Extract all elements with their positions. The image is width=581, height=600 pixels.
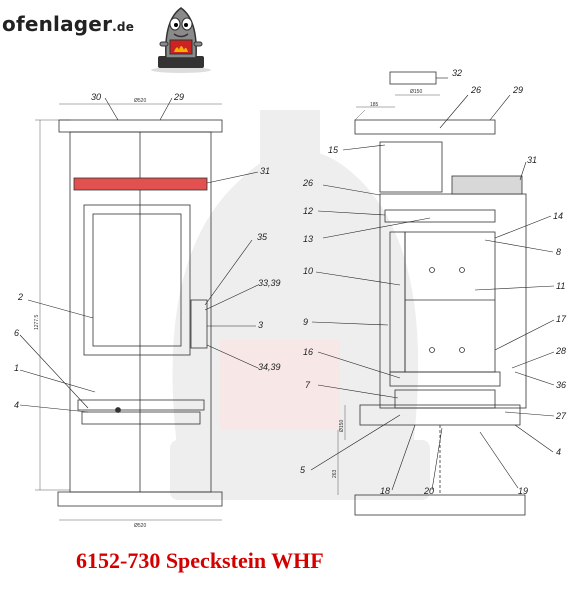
- label-29-front: 29: [173, 92, 184, 102]
- door-frame: [83, 204, 191, 356]
- mascot-stove-logo: [151, 7, 211, 73]
- door-handle-3: [190, 299, 208, 349]
- label-32: 32: [452, 68, 462, 78]
- label-15: 15: [328, 145, 339, 155]
- label-17: 17: [556, 314, 567, 324]
- flue-collar-15: [379, 141, 443, 193]
- section-view: [337, 71, 527, 516]
- dim-520-top: Ø520: [134, 98, 146, 104]
- label-7: 7: [305, 380, 311, 390]
- label-14: 14: [553, 211, 563, 221]
- dim-185: 185: [370, 102, 379, 108]
- label-11: 11: [556, 281, 565, 291]
- label-30: 30: [91, 92, 101, 102]
- dim-1277: 1277.5: [34, 314, 40, 330]
- label-10: 10: [303, 266, 313, 276]
- label-12: 12: [303, 206, 313, 216]
- label-2: 2: [17, 292, 23, 302]
- brand-name: ofenlager: [2, 12, 113, 36]
- label-35: 35: [257, 232, 268, 242]
- top-plate-30: [58, 119, 223, 133]
- label-31-front: 31: [260, 166, 270, 176]
- label-1: 1: [14, 363, 19, 373]
- label-16: 16: [303, 347, 313, 357]
- top-plate-29-section: [354, 119, 496, 135]
- label-9: 9: [303, 317, 308, 327]
- label-28: 28: [555, 346, 566, 356]
- brand-logo-text[interactable]: ofenlager.de: [2, 12, 134, 36]
- label-29-section: 29: [512, 85, 523, 95]
- soapstone-31-section: [451, 175, 523, 195]
- brand-tld: .de: [112, 20, 135, 34]
- label-19: 19: [518, 486, 528, 496]
- firebox-11: [404, 231, 496, 373]
- highlight-part-31-front: [73, 177, 208, 191]
- label-27: 27: [555, 411, 567, 421]
- ash-pan-7: [394, 389, 496, 409]
- watermark-mascot: [170, 110, 430, 500]
- dim-150-vertical: Ø150: [339, 420, 345, 432]
- label-13: 13: [303, 234, 313, 244]
- label-5: 5: [300, 465, 306, 475]
- part-32-top: [389, 71, 437, 85]
- dimension-labels: Ø520 Ø520 Ø150 185 1277.5 Ø150 263: [34, 89, 422, 529]
- part-labels: 30 29 31 35 2 33,39 6 3 1 34,39 4 32 26 …: [14, 68, 567, 496]
- label-33-39: 33,39: [258, 278, 281, 288]
- leader-lines: [19, 77, 555, 491]
- label-4-front: 4: [14, 400, 19, 410]
- dim-520-bottom: Ø520: [134, 523, 146, 529]
- base-plate-section: [354, 494, 526, 516]
- label-34-39: 34,39: [258, 362, 281, 372]
- baffle-12: [384, 209, 496, 223]
- front-view: [35, 103, 223, 521]
- grate-16: [389, 371, 501, 387]
- label-26-side: 26: [302, 178, 313, 188]
- product-caption: 6152-730 Speckstein WHF: [76, 548, 324, 573]
- label-4-section: 4: [556, 447, 561, 457]
- dim-263: 263: [332, 469, 338, 478]
- base-plate-front: [57, 491, 223, 507]
- label-20: 20: [423, 486, 434, 496]
- door-glass: [92, 213, 182, 347]
- dim-150: Ø150: [410, 89, 422, 95]
- label-18: 18: [380, 486, 390, 496]
- label-3: 3: [258, 320, 263, 330]
- label-31-section: 31: [527, 155, 537, 165]
- label-36: 36: [556, 380, 566, 390]
- label-26-top: 26: [470, 85, 481, 95]
- label-8: 8: [556, 247, 561, 257]
- label-6: 6: [14, 328, 19, 338]
